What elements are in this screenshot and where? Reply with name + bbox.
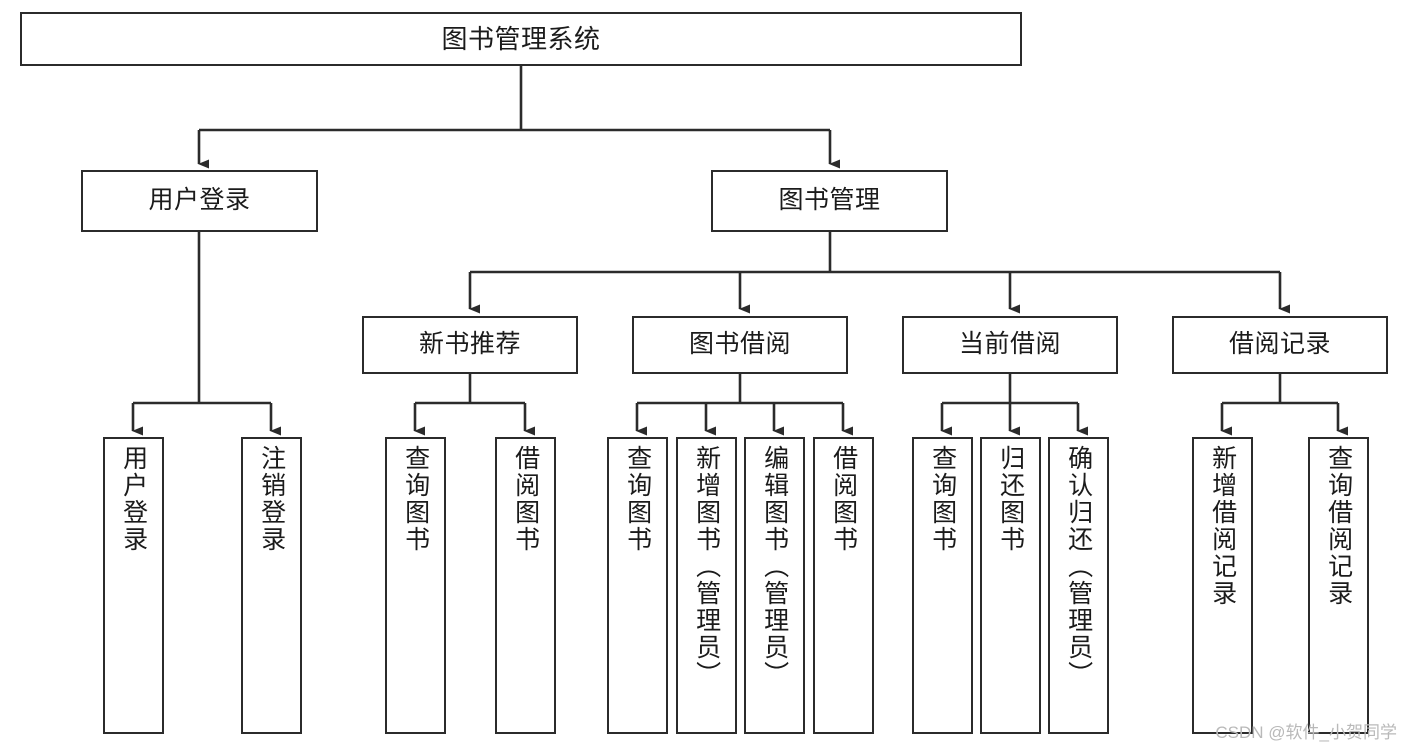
node-borrowing-record[interactable]: 借阅记录 — [1172, 316, 1388, 374]
node-label: 编辑图书（管理员） — [760, 445, 789, 688]
node-label: 新增图书（管理员） — [692, 445, 721, 688]
leaf-borrow-add-book-admin[interactable]: 新增图书（管理员） — [676, 437, 737, 734]
leaf-record-query-borrow-record[interactable]: 查询借阅记录 — [1308, 437, 1369, 734]
leaf-record-add-borrow-record[interactable]: 新增借阅记录 — [1192, 437, 1253, 734]
node-label: 用户登录 — [119, 445, 148, 553]
leaf-borrow-borrow-book[interactable]: 借阅图书 — [813, 437, 874, 734]
node-book-management[interactable]: 图书管理 — [711, 170, 948, 232]
node-root-book-management-system[interactable]: 图书管理系统 — [20, 12, 1022, 66]
node-label: 注销登录 — [257, 445, 286, 553]
node-label: 查询借阅记录 — [1324, 445, 1353, 607]
leaf-recommend-query-book[interactable]: 查询图书 — [385, 437, 446, 734]
node-label: 查询图书 — [623, 445, 652, 553]
leaf-user-login-login[interactable]: 用户登录 — [103, 437, 164, 734]
node-label: 当前借阅 — [958, 330, 1061, 359]
node-book-borrowing[interactable]: 图书借阅 — [632, 316, 848, 374]
csdn-watermark: CSDN @软件_小贺同学 — [1215, 723, 1397, 742]
node-label: 图书借阅 — [688, 330, 791, 359]
node-label: 借阅记录 — [1228, 330, 1331, 359]
leaf-borrow-edit-book-admin[interactable]: 编辑图书（管理员） — [744, 437, 805, 734]
node-label: 查询图书 — [928, 445, 957, 553]
leaf-current-confirm-return-admin[interactable]: 确认归还（管理员） — [1048, 437, 1109, 734]
leaf-user-login-logout[interactable]: 注销登录 — [241, 437, 302, 734]
node-label: 借阅图书 — [511, 445, 540, 553]
node-new-book-recommendation[interactable]: 新书推荐 — [362, 316, 578, 374]
leaf-recommend-borrow-book[interactable]: 借阅图书 — [495, 437, 556, 734]
node-label: 图书管理 — [778, 186, 881, 215]
node-label: 图书管理系统 — [441, 23, 601, 54]
node-label: 新书推荐 — [418, 330, 521, 359]
node-label: 确认归还（管理员） — [1064, 445, 1093, 688]
node-label: 归还图书 — [996, 445, 1025, 553]
leaf-current-return-book[interactable]: 归还图书 — [980, 437, 1041, 734]
node-label: 用户登录 — [148, 186, 251, 215]
leaf-current-query-book[interactable]: 查询图书 — [912, 437, 973, 734]
node-current-borrowing[interactable]: 当前借阅 — [902, 316, 1118, 374]
leaf-borrow-query-book[interactable]: 查询图书 — [607, 437, 668, 734]
node-label: 查询图书 — [401, 445, 430, 553]
node-label: 借阅图书 — [829, 445, 858, 553]
node-label: 新增借阅记录 — [1208, 445, 1237, 607]
node-user-login[interactable]: 用户登录 — [81, 170, 318, 232]
